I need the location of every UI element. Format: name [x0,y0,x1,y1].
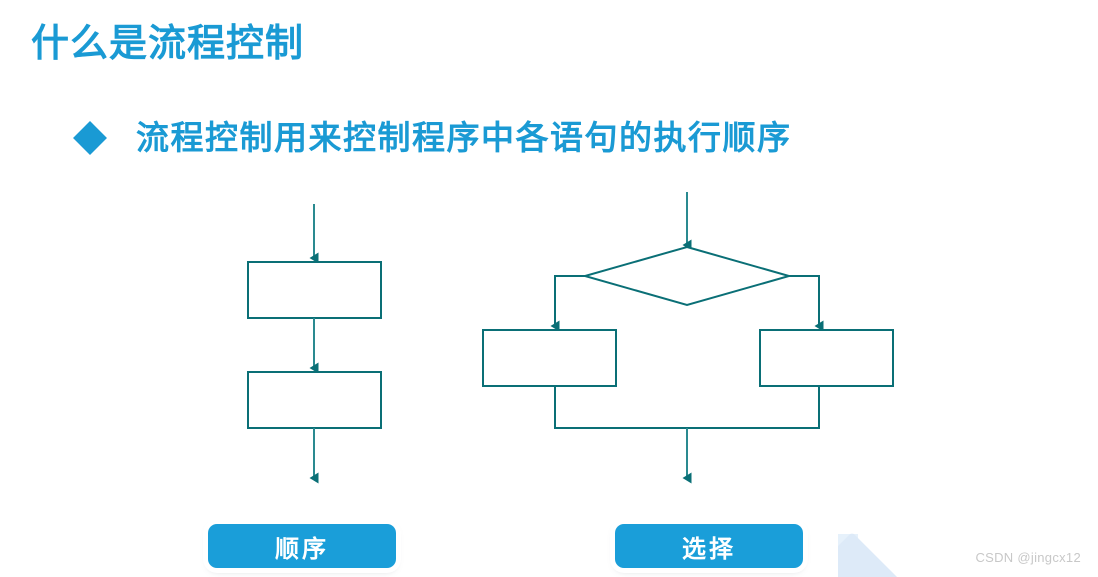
sequence-process-box-2 [247,371,382,429]
selection-merge-path [554,386,820,429]
sequence-flowchart [247,204,382,484]
selection-branch-left-arrow [550,275,585,332]
caption-sequence-button[interactable]: 顺序 [208,524,396,568]
caption-sequence-label: 顺序 [275,535,329,563]
caption-selection-label: 选择 [682,535,736,563]
selection-process-box-right [759,329,894,387]
sequence-process-box-1 [247,261,382,319]
bullet-row: 流程控制用来控制程序中各语句的执行顺序 [73,118,792,158]
watermark-text: CSDN @jingcx12 [975,550,1081,565]
selection-process-box-left [482,329,617,387]
bullet-text: 流程控制用来控制程序中各语句的执行顺序 [136,119,792,156]
page-title: 什么是流程控制 [31,23,305,65]
selection-flowchart [482,192,894,484]
caption-selection-button[interactable]: 选择 [615,524,803,568]
selection-decision-diamond [581,245,793,307]
selection-branch-right-arrow [789,275,824,332]
